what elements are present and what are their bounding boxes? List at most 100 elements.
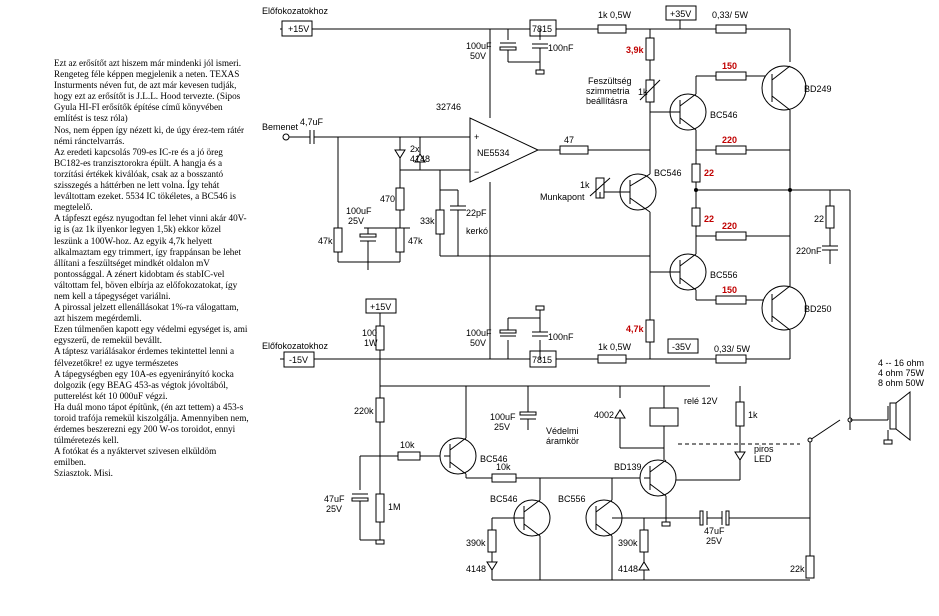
ground-protect-a bbox=[375, 539, 385, 545]
c47u25-b-label: 47uF bbox=[704, 526, 725, 536]
reg-top-label: 7815 bbox=[532, 24, 552, 34]
r150-bot-label: 150 bbox=[722, 285, 737, 295]
resistor-10k-b bbox=[491, 473, 517, 483]
transistor-bc546-protect bbox=[439, 437, 477, 475]
r220-top-label: 220 bbox=[722, 135, 737, 145]
cap-100uf-25v-a bbox=[359, 233, 377, 238]
resistor-1k-bottom bbox=[597, 354, 627, 364]
resistor-220-top bbox=[715, 145, 747, 155]
r47k-red-label: 4,7k bbox=[626, 324, 645, 334]
trim-1k-mid-label: 1k bbox=[580, 180, 590, 190]
cap-47uf-a bbox=[351, 497, 369, 502]
regulator-bottom bbox=[529, 350, 557, 368]
bd139-label: BD139 bbox=[614, 462, 642, 472]
ground-speaker bbox=[883, 439, 893, 445]
p15-mid-box bbox=[365, 298, 397, 314]
r-033-top-label: 0,33/ 5W bbox=[712, 10, 749, 20]
description-paragraph: Az eredeti kapcsolás 709-es IC-re és a j… bbox=[54, 146, 236, 213]
bd250-label: BD250 bbox=[804, 304, 832, 314]
resistor-22k bbox=[805, 555, 815, 579]
p35-label: +35V bbox=[670, 9, 691, 19]
resistor-33k bbox=[435, 209, 445, 235]
resistor-150-top bbox=[715, 71, 747, 81]
bc556-b-label: BC556 bbox=[558, 494, 586, 504]
r100-label: 100 bbox=[362, 328, 377, 338]
spk3-label: 8 ohm 50W bbox=[878, 378, 925, 388]
svg-text:+: + bbox=[474, 132, 479, 142]
resistor-22-b bbox=[691, 207, 701, 227]
regulator-top bbox=[529, 19, 557, 37]
rele-label: relé 12V bbox=[684, 396, 718, 406]
cap-47uf-b1 bbox=[699, 510, 704, 526]
r22k-label: 22k bbox=[790, 564, 805, 574]
transistor-bd249 bbox=[761, 65, 807, 111]
munkapont-label: Munkapont bbox=[540, 192, 585, 202]
r-1k05-bot-label: 1k 0,5W bbox=[598, 342, 632, 352]
bc546-b-label: BC546 bbox=[654, 168, 682, 178]
svg-text:−: − bbox=[474, 167, 479, 177]
r220-bot-label: 220 bbox=[722, 221, 737, 231]
description-paragraph: Nos, nem éppen így nézett ki, de úgy ére… bbox=[54, 124, 245, 146]
description-paragraph: Ezen túlmenően kapott egy védelmi egység… bbox=[54, 324, 248, 346]
led-red bbox=[734, 451, 746, 461]
diode-4002 bbox=[614, 409, 626, 419]
r100b-label: 1W bbox=[364, 338, 378, 348]
r33k-label: 33k bbox=[420, 216, 435, 226]
diode2-label: 2x bbox=[410, 144, 420, 154]
r47-label: 47 bbox=[564, 135, 574, 145]
transistor-bd250 bbox=[761, 285, 807, 331]
description-paragraph: A táptesz variálásakor érdemes tekintett… bbox=[54, 346, 235, 368]
spk1-label: 4 -- 16 ohm bbox=[878, 358, 924, 368]
resistor-22-zobel bbox=[825, 205, 835, 229]
c100u25-a-label2: 25V bbox=[348, 216, 364, 226]
r150-top-label: 150 bbox=[722, 61, 737, 71]
description-paragraph: Sziasztok. Misi. bbox=[54, 468, 113, 479]
c220n-label: 220nF bbox=[796, 246, 822, 256]
m15-label: -15V bbox=[289, 355, 308, 365]
resistor-47 bbox=[559, 145, 589, 155]
r39k-label: 3,9k bbox=[626, 45, 645, 55]
fesz2-label: szimmetria bbox=[586, 86, 630, 96]
resistor-033-top bbox=[715, 24, 747, 34]
c47u25-b-label2: 25V bbox=[706, 536, 722, 546]
c100u25-b-label2: 25V bbox=[494, 422, 510, 432]
resistor-033-bottom bbox=[715, 354, 747, 364]
c47u25-a-label2: 25V bbox=[326, 504, 342, 514]
c22p-label: 22pF bbox=[466, 208, 487, 218]
p15-top-label: +15V bbox=[288, 24, 309, 34]
m35-label: -35V bbox=[672, 342, 691, 352]
r10k-a-label: 10k bbox=[400, 440, 415, 450]
speaker bbox=[889, 402, 897, 430]
diode-4148-b bbox=[414, 153, 426, 163]
diode-4148-c bbox=[486, 561, 498, 571]
c100n-top-label: 100nF bbox=[548, 43, 574, 53]
p15-top-box bbox=[281, 20, 313, 37]
m35-box bbox=[667, 338, 699, 354]
cap-100uf-bottom bbox=[499, 329, 517, 334]
r1m-label: 1M bbox=[388, 502, 401, 512]
cap-100uf-25v-b bbox=[519, 411, 537, 416]
resistor-47k-a bbox=[333, 227, 343, 253]
p35-box bbox=[665, 5, 697, 21]
ground-bd139 bbox=[661, 521, 671, 527]
input-terminal bbox=[282, 133, 290, 141]
d4148-a-label: 4148 bbox=[466, 564, 486, 574]
resistor-10k-a bbox=[397, 451, 421, 461]
fesz1-label: Feszültség bbox=[588, 76, 632, 86]
diode2b-label: 4148 bbox=[410, 154, 430, 164]
r47k-b-label: 47k bbox=[408, 236, 423, 246]
description-paragraph: A pirossal jelzett ellenállásokat 1%-ra … bbox=[54, 302, 239, 324]
r-033-bot-label: 0,33/ 5W bbox=[714, 344, 751, 354]
d4148-b-label: 4148 bbox=[618, 564, 638, 574]
resistor-4k7 bbox=[645, 319, 655, 343]
r390k-b-label: 390k bbox=[618, 538, 638, 548]
elofok-bot-label: Előfokozatokhoz bbox=[262, 341, 329, 351]
resistor-1k-led bbox=[735, 401, 745, 427]
relay-coil bbox=[649, 407, 679, 427]
c100n-bot-label: 100nF bbox=[548, 332, 574, 342]
elofok-top-label: Előfokozatokhoz bbox=[262, 6, 329, 16]
description-paragraph: A tápfeszt egész nyugodtan fel lehet vin… bbox=[54, 213, 247, 301]
resistor-470 bbox=[395, 187, 405, 211]
r47k-a-label: 47k bbox=[318, 236, 333, 246]
